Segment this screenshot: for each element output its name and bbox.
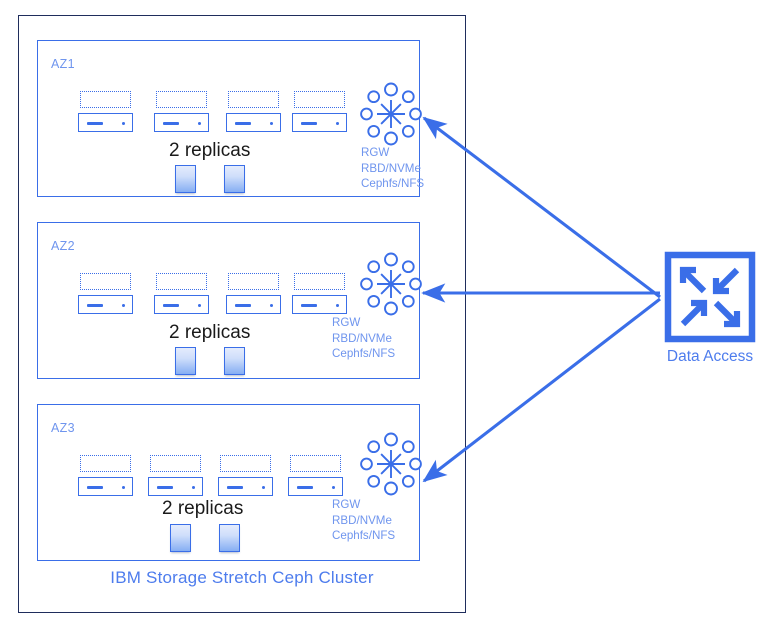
ceph-star-icon bbox=[358, 251, 424, 317]
node-dash-indicator bbox=[235, 121, 251, 125]
az-label: AZ3 bbox=[51, 421, 75, 435]
ceph-star-icon bbox=[358, 431, 424, 497]
protocol-list: RGW RBD/NVMe Cephfs/NFS bbox=[332, 497, 395, 544]
node-top-slot bbox=[294, 91, 345, 108]
node-body bbox=[154, 295, 209, 314]
replica-block bbox=[175, 165, 196, 193]
node-dash-indicator bbox=[163, 303, 179, 307]
node-dot-indicator bbox=[122, 303, 125, 307]
node-top-slot bbox=[80, 91, 131, 108]
node-dot-indicator bbox=[336, 303, 339, 307]
replicas-label: 2 replicas bbox=[169, 322, 251, 343]
replica-block bbox=[219, 524, 240, 552]
node-body bbox=[148, 477, 203, 496]
protocol-rgw: RGW bbox=[332, 316, 361, 329]
replica-block bbox=[170, 524, 191, 552]
storage-node-icon bbox=[226, 91, 281, 136]
protocol-rbd-nvme: RBD/NVMe bbox=[361, 161, 421, 175]
storage-node-icon bbox=[148, 455, 203, 500]
protocol-cephfs-nfs: Cephfs/NFS bbox=[332, 347, 396, 360]
node-dash-indicator bbox=[297, 485, 313, 489]
data-access-node[interactable] bbox=[664, 251, 756, 343]
node-top-slot bbox=[290, 455, 341, 472]
availability-zone-az2[interactable]: AZ2 bbox=[37, 222, 422, 379]
data-access-label: Data Access bbox=[666, 348, 754, 365]
node-dash-indicator bbox=[301, 121, 317, 125]
node-dash-indicator bbox=[301, 303, 317, 307]
storage-node-icon bbox=[78, 273, 133, 318]
node-dash-indicator bbox=[87, 121, 103, 125]
protocol-list: RGW RBD/NVMe Cephfs/NFS bbox=[361, 145, 424, 192]
node-dot-indicator bbox=[336, 121, 339, 125]
node-dash-indicator bbox=[87, 485, 103, 489]
protocol-rbd-nvme: RBD/NVMe bbox=[332, 331, 392, 345]
replicas-label: 2 replicas bbox=[169, 140, 251, 161]
node-dash-indicator bbox=[163, 121, 179, 125]
replica-block bbox=[224, 347, 245, 375]
node-body bbox=[292, 295, 347, 314]
protocol-cephfs-nfs: Cephfs/NFS bbox=[361, 177, 425, 190]
node-top-slot bbox=[294, 273, 345, 290]
node-top-slot bbox=[156, 91, 207, 108]
protocol-rgw: RGW bbox=[332, 498, 361, 511]
storage-node-icon bbox=[78, 91, 133, 136]
storage-node-icon bbox=[154, 273, 209, 318]
cluster-title: IBM Storage Stretch Ceph Cluster bbox=[110, 568, 374, 587]
node-dot-indicator bbox=[198, 303, 201, 307]
ceph-star-icon bbox=[358, 81, 424, 147]
replica-block bbox=[224, 165, 245, 193]
node-body bbox=[78, 295, 133, 314]
storage-node-icon bbox=[154, 91, 209, 136]
node-body bbox=[292, 113, 347, 132]
replica-block bbox=[175, 347, 196, 375]
storage-node-icon bbox=[292, 91, 347, 136]
availability-zone-az1[interactable]: AZ1 bbox=[37, 40, 424, 197]
node-dot-indicator bbox=[122, 121, 125, 125]
node-dash-indicator bbox=[235, 303, 251, 307]
node-body bbox=[78, 113, 133, 132]
storage-node-icon bbox=[226, 273, 281, 318]
node-body bbox=[154, 113, 209, 132]
replicas-label: 2 replicas bbox=[162, 498, 244, 519]
node-dot-indicator bbox=[122, 485, 125, 489]
node-top-slot bbox=[150, 455, 201, 472]
node-dash-indicator bbox=[227, 485, 243, 489]
node-dot-indicator bbox=[270, 121, 273, 125]
node-top-slot bbox=[228, 91, 279, 108]
storage-node-icon bbox=[218, 455, 273, 500]
storage-node-icon bbox=[292, 273, 347, 318]
az-label: AZ1 bbox=[51, 57, 75, 71]
protocol-list: RGW RBD/NVMe Cephfs/NFS bbox=[332, 315, 395, 362]
az-label: AZ2 bbox=[51, 239, 75, 253]
node-top-slot bbox=[228, 273, 279, 290]
node-dot-indicator bbox=[192, 485, 195, 489]
node-dot-indicator bbox=[262, 485, 265, 489]
node-dot-indicator bbox=[198, 121, 201, 125]
node-body bbox=[288, 477, 343, 496]
node-top-slot bbox=[220, 455, 271, 472]
node-top-slot bbox=[80, 273, 131, 290]
node-dot-indicator bbox=[270, 303, 273, 307]
protocol-rgw: RGW bbox=[361, 146, 390, 159]
node-dash-indicator bbox=[87, 303, 103, 307]
protocol-cephfs-nfs: Cephfs/NFS bbox=[332, 529, 396, 542]
storage-node-icon bbox=[78, 455, 133, 500]
availability-zone-az3[interactable]: AZ3 bbox=[37, 404, 422, 561]
node-dot-indicator bbox=[332, 485, 335, 489]
node-body bbox=[226, 113, 281, 132]
protocol-rbd-nvme: RBD/NVMe bbox=[332, 513, 392, 527]
node-top-slot bbox=[80, 455, 131, 472]
node-body bbox=[78, 477, 133, 496]
node-body bbox=[226, 295, 281, 314]
node-body bbox=[218, 477, 273, 496]
node-dash-indicator bbox=[157, 485, 173, 489]
storage-node-icon bbox=[288, 455, 343, 500]
node-top-slot bbox=[156, 273, 207, 290]
